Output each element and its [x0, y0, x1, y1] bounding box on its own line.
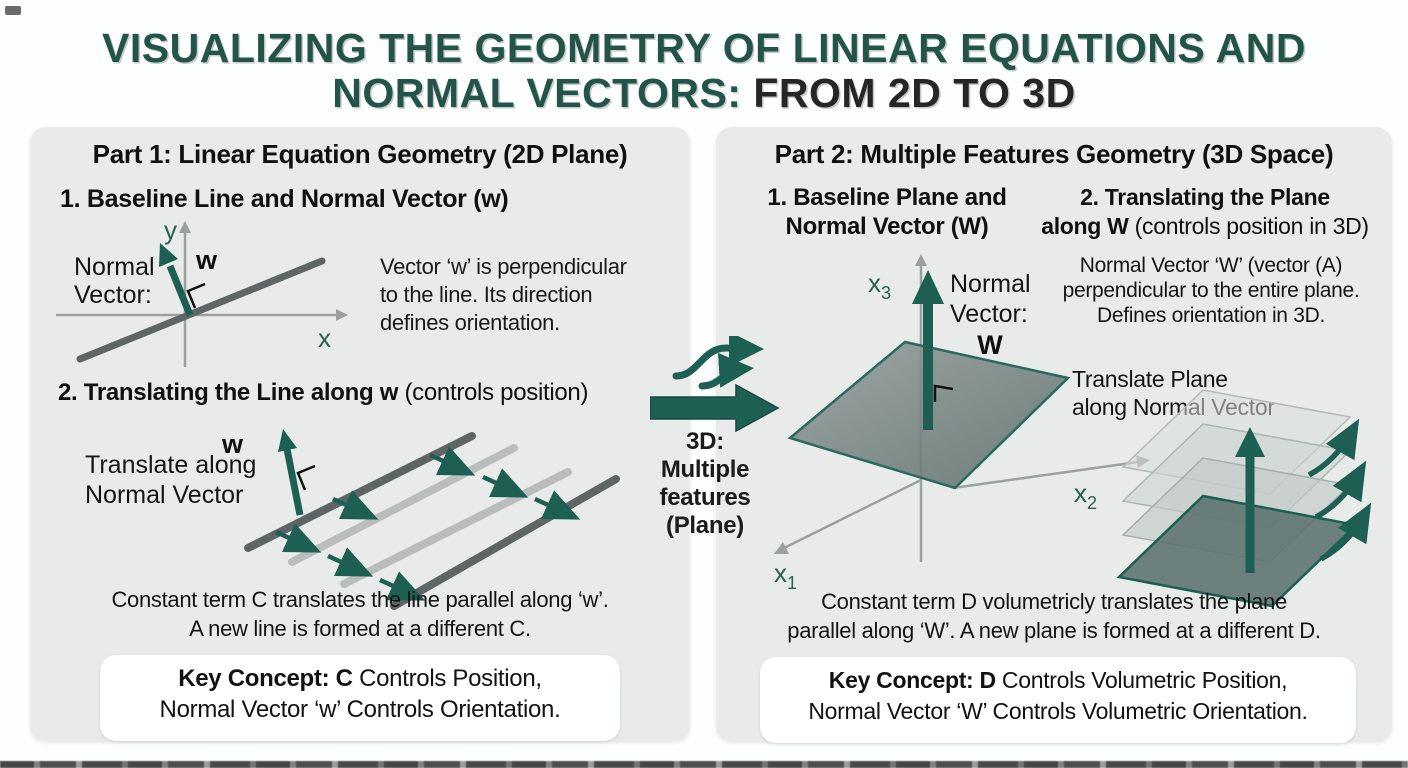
page-title-line1: VISUALIZING THE GEOMETRY OF LINEAR EQUAT… [102, 25, 1306, 71]
caption-line: Vector ‘w’ is perpendicular [380, 254, 627, 279]
normal-vector-arrowhead-icon [159, 243, 178, 267]
x-axis-arrowhead-icon [336, 309, 348, 321]
parallel-line-light-2 [340, 468, 572, 588]
y-axis-label: y [164, 215, 177, 245]
page-title: VISUALIZING THE GEOMETRY OF LINEAR EQUAT… [0, 26, 1408, 116]
part2-caption: Normal Vector ‘W’ (vector (A) perpendicu… [1034, 253, 1388, 328]
key-concept-lead: Key Concept: C [178, 665, 353, 692]
connector-label: 3D: Multiple features (Plane) [640, 428, 770, 540]
key-concept-rest: Controls Volumetric Position, [995, 667, 1288, 693]
col1-heading-line: 1. Baseline Plane and [767, 184, 1007, 211]
translate-arrow-icon [429, 446, 476, 476]
footer-line: A new line is formed at a different C. [189, 616, 531, 641]
x2-axis-label: x2 [1074, 478, 1097, 513]
normal-label-1: Normal [74, 253, 155, 281]
bottom-artifact-strip [0, 761, 1408, 768]
diagram-3d-plane-normal: x3 x1 x2 Normal Vector: W [774, 254, 1150, 593]
translate-arrow-icon [327, 547, 374, 577]
normal-vector-w-arrowhead-icon [912, 270, 944, 304]
part1-footer: Constant term C translates the line para… [30, 585, 690, 643]
connector-label-line: Multiple [660, 456, 750, 483]
part1-section2-heading-bold: 2. Translating the Line along w [58, 379, 399, 406]
corner-artifact [5, 6, 21, 15]
right-angle-marker [933, 384, 954, 402]
normal-label-1: Normal [950, 270, 1031, 298]
up-translate-arrowhead-icon [1235, 427, 1265, 457]
translate-arrow-icon [379, 571, 426, 601]
connector-label-line: 3D: [686, 428, 724, 455]
col1-heading-line: Normal Vector (W) [785, 213, 989, 240]
diagram-translated-lines: w Translate along Normal Vector [85, 429, 620, 610]
edge-translate-arrow-icon [1314, 460, 1367, 520]
baseline-line [76, 257, 326, 363]
caption-line: to the line. Its direction [380, 282, 593, 307]
edge-translate-arrow-icon [1307, 418, 1360, 478]
col2-heading-bold2: along W [1041, 213, 1129, 239]
caption-line: Defines orientation in 3D. [1097, 304, 1325, 327]
transition-arrow-icon [650, 384, 780, 432]
edge-translate-arrow-icon [1319, 502, 1372, 562]
normal-label-2: Vector: [950, 300, 1028, 328]
key-concept-line2: Normal Vector ‘w’ Controls Orientation. [159, 696, 561, 723]
translate-label-2: Normal Vector [85, 481, 243, 509]
translate-plane-label: Translate Plane along Normal Vector [1072, 365, 1275, 421]
right-angle-marker [186, 282, 206, 309]
part1-section1-heading: 1. Baseline Line and Normal Vector (w) [60, 185, 509, 213]
page-title-line2-dark: FROM 2D TO 3D [741, 70, 1076, 116]
w-vector-label: W [977, 330, 1003, 360]
x1-axis-label: x1 [774, 558, 797, 593]
panel-part2: Part 2: Multiple Features Geometry (3D S… [716, 127, 1392, 743]
part2-col1-heading: 1. Baseline Plane and Normal Vector (W) [744, 183, 1030, 241]
w-arrowhead-icon [278, 429, 297, 452]
translate-arrow-icon [275, 523, 322, 553]
w-arrow [283, 448, 304, 516]
caption-line: perpendicular to the entire plane. [1062, 279, 1360, 302]
part2-key-concept-box: Key Concept: D Controls Volumetric Posit… [760, 657, 1356, 743]
x1-axis [783, 478, 922, 550]
shuffle-icon [672, 336, 764, 390]
caption-line: defines orientation. [380, 310, 560, 335]
normal-label-2: Vector: [74, 281, 152, 309]
col2-heading-rest: (controls position in 3D) [1128, 213, 1369, 239]
key-concept-rest: Controls Position, [352, 665, 542, 692]
translate-arrow-icon [534, 490, 581, 520]
right-angle-marker [296, 464, 316, 491]
x1-axis-arrowhead-icon [774, 542, 789, 554]
part2-title: Part 2: Multiple Features Geometry (3D S… [774, 139, 1334, 169]
translate-arrow-icon [332, 490, 379, 520]
translate-arrow-icon [482, 468, 529, 498]
y-axis-arrowhead-icon [179, 221, 191, 233]
x3-axis-label: x3 [868, 268, 891, 303]
connector-label-line: (Plane) [666, 512, 744, 539]
part1-title: Part 1: Linear Equation Geometry (2D Pla… [92, 139, 628, 169]
footer-line: Constant term D volumetricly translates … [821, 589, 1287, 614]
part2-col2-heading: 2. Translating the Plane along W (contro… [1022, 183, 1388, 241]
x3-axis-arrowhead-icon [915, 254, 927, 266]
footer-line: parallel along ‘W’. A new plane is forme… [787, 618, 1321, 643]
key-concept-line2: Normal Vector ‘W’ Controls Volumetric Or… [808, 698, 1308, 724]
translate-label-1: Translate along [85, 451, 256, 479]
connector-label-line: features [659, 484, 751, 511]
part1-key-concept-box: Key Concept: C Controls Position, Normal… [100, 655, 620, 741]
part1-section1-caption: Vector ‘w’ is perpendicular to the line.… [380, 253, 685, 337]
diagram-2d-line-normal: y x Normal Vector: w [56, 215, 348, 367]
translate-line: Translate Plane [1072, 366, 1228, 392]
part2-footer: Constant term D volumetricly translates … [716, 587, 1392, 645]
x2-axis [952, 460, 1139, 490]
footer-line: Constant term C translates the line para… [111, 587, 609, 612]
normal-vector-arrow [166, 264, 194, 317]
col2-heading-line1: 2. Translating the Plane [1080, 184, 1330, 210]
part1-section2-heading-rest: (controls position) [398, 379, 589, 406]
page-title-line2-teal: NORMAL VECTORS: [332, 70, 742, 116]
key-concept-lead: Key Concept: D [828, 667, 996, 693]
x-axis-label: x [318, 323, 331, 353]
w-vector-label: w [195, 245, 218, 275]
part1-section2-heading: 2. Translating the Line along w (control… [58, 379, 588, 407]
panel-part1: Part 1: Linear Equation Geometry (2D Pla… [30, 127, 690, 741]
caption-line: Normal Vector ‘W’ (vector (A) [1079, 254, 1343, 277]
diagram-stacked-planes [1116, 389, 1372, 608]
parallel-line-light-1 [288, 444, 518, 566]
w-vector-label: w [221, 429, 244, 459]
